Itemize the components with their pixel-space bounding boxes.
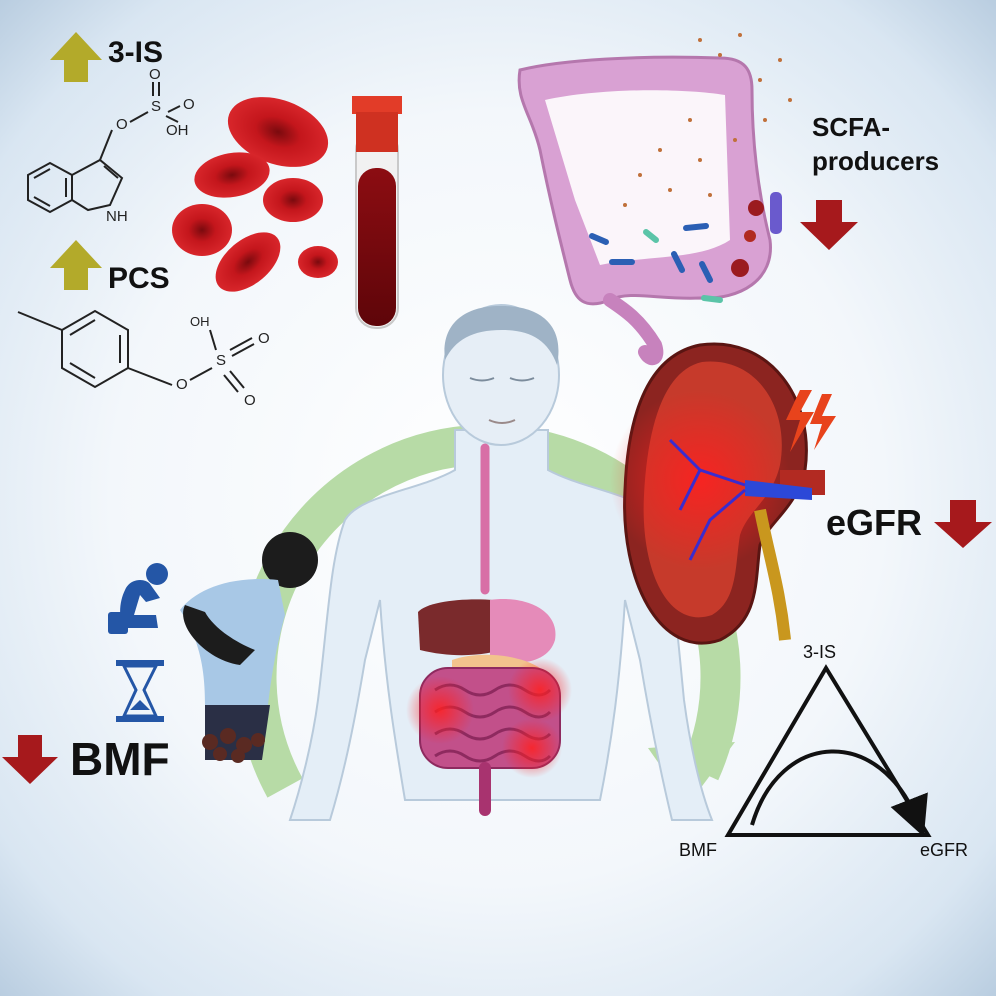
down-arrow-icon (800, 200, 858, 250)
lightning-icon (786, 390, 836, 452)
down-arrow-icon (934, 500, 992, 548)
pcs-atom-o-left: O (176, 376, 188, 393)
relationship-triangle (724, 664, 932, 837)
is-atom-oh: OH (166, 122, 189, 139)
hourglass-icon (116, 660, 164, 722)
up-arrow-icon (50, 240, 102, 290)
abdominal-pain-person (180, 532, 318, 760)
blood-test-tube (352, 96, 402, 329)
p-cresyl-sulfate-label: PCS (108, 262, 170, 295)
pcs-atom-o-right: O (258, 330, 270, 347)
is-atom-o-right: O (183, 96, 195, 113)
p-cresyl-sulfate-structure (17, 309, 255, 393)
colon-illustration (517, 33, 792, 366)
red-blood-cells (172, 97, 338, 292)
sad-person-icon (108, 563, 168, 634)
pcs-atom-s: S (216, 352, 227, 369)
triangle-left-label: BMF (679, 840, 717, 860)
bmf-label: BMF (70, 733, 170, 785)
scfa-producers-label-line2: producers (812, 146, 940, 176)
indoxyl-sulfate-structure (27, 82, 181, 214)
triangle-top-label: 3-IS (803, 642, 837, 662)
pcs-atom-o-bottom: O (244, 392, 256, 409)
egfr-label: eGFR (826, 502, 923, 543)
is-atom-s: S (151, 98, 162, 115)
human-body (288, 304, 714, 821)
kidney-illustration (610, 342, 825, 645)
down-arrow-icon (2, 735, 58, 784)
is-atom-o-left: O (116, 116, 128, 133)
pcs-atom-oh: OH (190, 314, 210, 329)
is-atom-nh: NH (106, 208, 128, 225)
scfa-producers-label-line1: SCFA- (812, 112, 890, 142)
is-atom-o-top: O (149, 66, 161, 83)
triangle-right-label: eGFR (920, 840, 969, 860)
indoxyl-sulfate-label: 3-IS (108, 36, 164, 69)
stool-pellets (202, 728, 265, 763)
up-arrow-icon (50, 32, 102, 82)
